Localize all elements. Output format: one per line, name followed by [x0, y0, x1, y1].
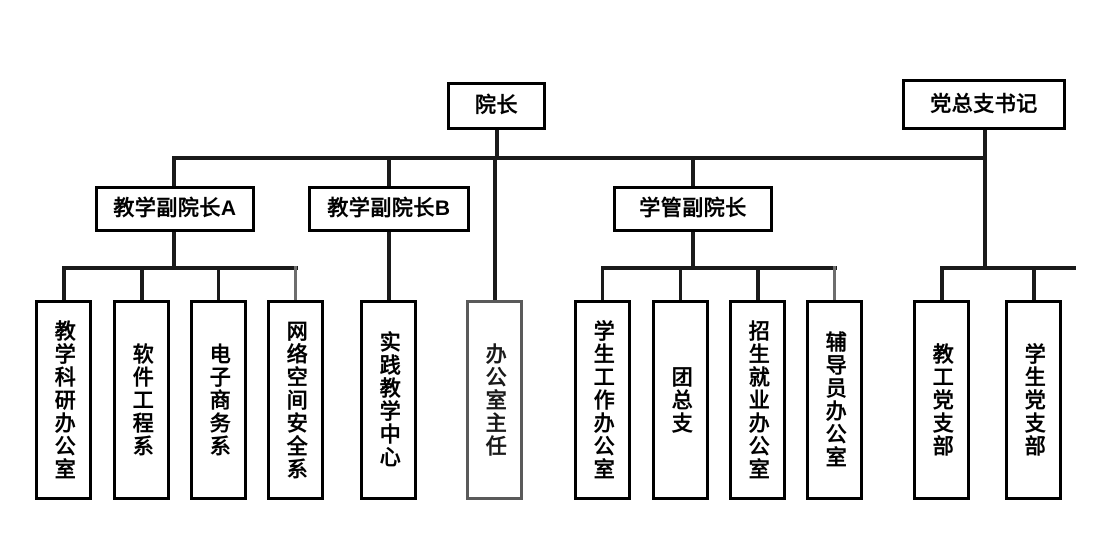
edge-drop-cyberspace-security-dept	[294, 266, 297, 300]
edge-drop-staff-party-branch	[940, 266, 944, 300]
edge-drop-office-director	[493, 156, 497, 300]
edge-stem-vice-dean-teaching-b	[387, 232, 391, 300]
node-student-party-branch[interactable]: 学生党支部	[1005, 300, 1062, 500]
node-party-secretary[interactable]: 党总支书记	[902, 79, 1066, 130]
edge-party-secretary-stem	[983, 130, 987, 270]
node-ecommerce-dept[interactable]: 电子商务系	[190, 300, 247, 500]
node-admissions-employment-office[interactable]: 招生就业办公室	[729, 300, 786, 500]
edge-drop-counselor-office	[833, 266, 836, 300]
edge-bus-vice-dean-teaching-a	[62, 266, 298, 270]
edge-stem-vice-dean-teaching-a	[172, 232, 176, 270]
node-dean[interactable]: 院长	[447, 82, 546, 130]
edge-drop-youth-league-branch	[679, 266, 682, 300]
node-counselor-office[interactable]: 辅导员办公室	[806, 300, 863, 500]
node-software-engineering-dept[interactable]: 软件工程系	[113, 300, 170, 500]
node-practice-teaching-center[interactable]: 实践教学中心	[360, 300, 417, 500]
edge-drop-student-work-office	[601, 266, 604, 300]
edge-drop-software-engineering-dept	[140, 266, 144, 300]
edge-main-bus-left	[172, 156, 986, 160]
edge-bus-party-secretary	[940, 266, 1076, 270]
edge-drop-teaching-research-office	[62, 266, 66, 300]
edge-stem-vice-dean-student	[691, 232, 695, 270]
edge-drop-student-party-branch	[1032, 266, 1036, 300]
node-vice-dean-teaching-a[interactable]: 教学副院长A	[95, 186, 255, 232]
node-staff-party-branch[interactable]: 教工党支部	[913, 300, 970, 500]
edge-drop-admissions-employment-office	[756, 266, 760, 300]
node-office-director[interactable]: 办公室主任	[466, 300, 523, 500]
node-teaching-research-office[interactable]: 教学科研办公室	[35, 300, 92, 500]
edge-drop-vice-dean-teaching-a	[172, 156, 176, 186]
edge-bus-vice-dean-student	[601, 266, 837, 270]
edge-drop-ecommerce-dept	[217, 266, 220, 300]
edge-drop-vice-dean-student	[691, 156, 695, 186]
node-vice-dean-student[interactable]: 学管副院长	[613, 186, 773, 232]
node-youth-league-branch[interactable]: 团总支	[652, 300, 709, 500]
node-cyberspace-security-dept[interactable]: 网络空间安全系	[267, 300, 324, 500]
node-student-work-office[interactable]: 学生工作办公室	[574, 300, 631, 500]
node-vice-dean-teaching-b[interactable]: 教学副院长B	[308, 186, 470, 232]
edge-dean-stem	[495, 130, 499, 160]
edge-drop-vice-dean-teaching-b	[387, 156, 391, 186]
